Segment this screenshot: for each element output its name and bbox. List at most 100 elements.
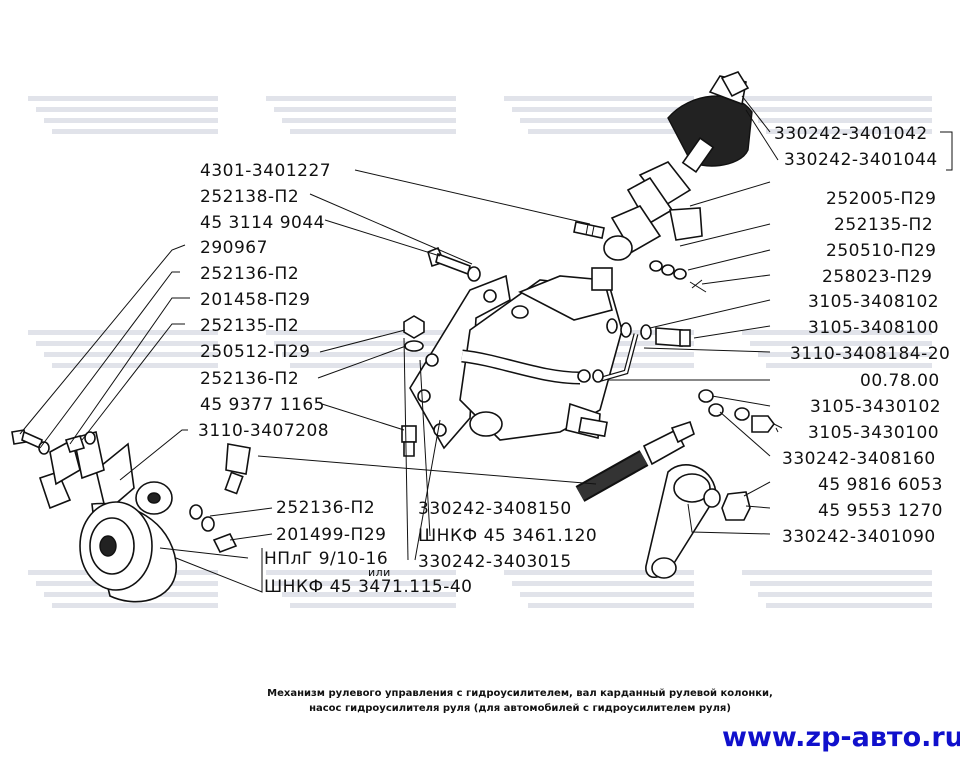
- label-252136-p2-c: 252136-П2: [276, 498, 375, 518]
- watermark-stripe: [750, 581, 932, 586]
- label-45-3114-9044: 45 3114 9044: [200, 213, 325, 233]
- watermark-stripe: [44, 118, 218, 123]
- label-45-9816-6053: 45 9816 6053: [818, 475, 943, 495]
- label-250512-p29: 250512-П29: [200, 342, 310, 362]
- label-330242-3408160: 330242-3408160: [782, 449, 936, 469]
- watermark-logo: [742, 96, 932, 134]
- watermark-stripe: [750, 341, 932, 346]
- parts-drawing: [11, 71, 783, 603]
- watermark-stripe: [274, 341, 456, 346]
- watermark-stripe: [742, 96, 932, 101]
- pressure-hose: [575, 420, 695, 502]
- watermark-stripe: [520, 592, 694, 597]
- watermark-logo: [28, 96, 218, 134]
- watermark-stripe: [512, 581, 694, 586]
- label-shnkf-pump: ШНКФ 45 3471.115-40: [264, 577, 473, 597]
- pump-bolts: [11, 429, 96, 455]
- banjo-parts: [698, 389, 783, 433]
- watermark-stripe: [528, 129, 694, 134]
- label-nplg-hose: НПлГ 9/10-16: [264, 549, 388, 569]
- cardan-washers: [649, 260, 707, 293]
- watermark-stripe: [52, 603, 218, 608]
- watermark-stripe: [290, 129, 456, 134]
- watermark-stripe: [758, 118, 932, 123]
- watermark-stripe: [758, 352, 932, 357]
- label-290967: 290967: [200, 238, 268, 258]
- leader-lines: [19, 95, 953, 593]
- label-258023-p29: 258023-П29: [822, 267, 932, 287]
- watermark-stripe: [528, 603, 694, 608]
- bracket-lower-bolt: [401, 425, 417, 457]
- label-250510-p29: 250510-П29: [826, 241, 936, 261]
- watermark-stripe: [266, 96, 456, 101]
- steering-gear-housing: [459, 267, 623, 441]
- label-3110-3408184-20: 3110-3408184-20: [790, 344, 950, 364]
- bracket-nut: [403, 315, 425, 352]
- watermark-logo: [266, 570, 456, 608]
- label-45-9377-1165: 45 9377 1165: [200, 395, 325, 415]
- watermark-logo: [266, 96, 456, 134]
- part-labels: 4301-3401227 252138-П2 45 3114 9044 2909…: [198, 124, 950, 597]
- watermark-logo: [742, 570, 932, 608]
- label-shnkf-gear: ШНКФ 45 3461.120: [418, 526, 597, 546]
- watermark-stripe: [52, 129, 218, 134]
- watermark-logo: [28, 330, 218, 368]
- gear-bracket: [409, 274, 511, 450]
- label-3105-3430100: 3105-3430100: [808, 423, 939, 443]
- watermark-stripe: [290, 603, 456, 608]
- label-3105-3408100: 3105-3408100: [808, 318, 939, 338]
- watermark-logo: [266, 330, 456, 368]
- watermark-stripe: [282, 352, 456, 357]
- label-252005-p29: 252005-П29: [826, 189, 936, 209]
- watermark-stripe: [266, 570, 456, 575]
- watermark-stripe: [36, 107, 218, 112]
- label-ili: или: [368, 566, 391, 579]
- watermark-stripe: [44, 352, 218, 357]
- label-252138-p2: 252138-П2: [200, 187, 299, 207]
- label-252135-p2-a: 252135-П2: [200, 316, 299, 336]
- label-3110-3407208: 3110-3407208: [198, 421, 329, 441]
- watermark-stripe: [274, 107, 456, 112]
- watermark-stripe: [28, 330, 218, 335]
- watermark-stripe: [766, 363, 932, 368]
- label-252136-p2-b: 252136-П2: [200, 369, 299, 389]
- watermark-stripe: [282, 592, 456, 597]
- label-4301-3401227: 4301-3401227: [200, 161, 331, 181]
- watermark-stripe: [758, 592, 932, 597]
- watermark-stripe: [766, 129, 932, 134]
- label-330242-3408150: 330242-3408150: [418, 499, 572, 519]
- label-330242-3403015: 330242-3403015: [418, 552, 572, 572]
- watermark-logo: [504, 570, 694, 608]
- caption-line-2: насос гидроусилителя руля (для автомобил…: [309, 703, 731, 714]
- watermark-stripe: [766, 603, 932, 608]
- watermark-stripe: [742, 570, 932, 575]
- cardan-shaft: [603, 71, 753, 261]
- watermark-logo: [742, 330, 932, 368]
- label-00-78-00: 00.78.00: [860, 371, 940, 391]
- watermark-stripe: [274, 581, 456, 586]
- caption-line-1: Механизм рулевого управления с гидроусил…: [267, 688, 773, 699]
- label-3105-3408102: 3105-3408102: [808, 292, 939, 312]
- watermark-stripe: [750, 107, 932, 112]
- watermark-stripe: [36, 341, 218, 346]
- return-hose: [461, 349, 591, 385]
- pinch-bolt: [573, 221, 605, 239]
- label-330242-3401090: 330242-3401090: [782, 527, 936, 547]
- watermark-logo: [504, 96, 694, 134]
- label-330242-3401044: 330242-3401044: [784, 150, 938, 170]
- pump-fittings: [189, 443, 251, 554]
- label-201458-p29: 201458-П29: [200, 290, 310, 310]
- bracket-bolt: [427, 246, 481, 282]
- label-45-9553-1270: 45 9553 1270: [818, 501, 943, 521]
- watermark-stripe: [290, 363, 456, 368]
- watermark-stripe: [742, 330, 932, 335]
- watermark-stripe: [266, 330, 456, 335]
- diagram-caption: Механизм рулевого управления с гидроусил…: [240, 686, 800, 716]
- watermark-stripe: [28, 96, 218, 101]
- watermark-stripe: [282, 118, 456, 123]
- website-link[interactable]: www.zp-авто.ru: [722, 722, 960, 753]
- label-252136-p2-a: 252136-П2: [200, 264, 299, 284]
- label-201499-p29: 201499-П29: [276, 525, 386, 545]
- label-3105-3430102: 3105-3430102: [810, 397, 941, 417]
